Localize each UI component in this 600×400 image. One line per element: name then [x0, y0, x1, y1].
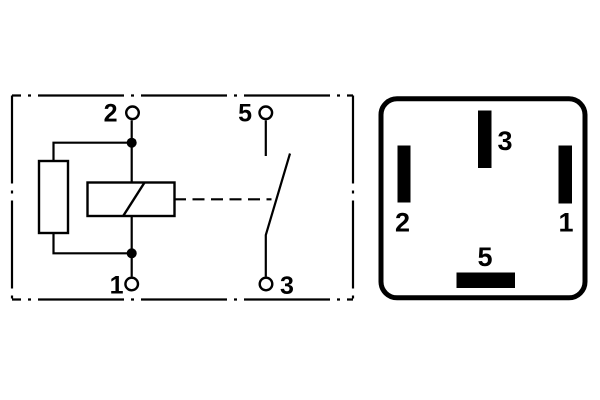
terminal-1-label: 1 — [110, 272, 124, 300]
pin-3-label: 3 — [498, 126, 513, 156]
junction-dot-bottom — [126, 248, 137, 259]
pin-2-label: 2 — [395, 208, 410, 238]
terminal-2-label: 2 — [104, 100, 118, 128]
pin-5-blade — [456, 272, 515, 288]
connector-body — [378, 96, 588, 301]
wire-resistor-bottom — [52, 233, 132, 255]
pin-1-blade — [558, 145, 572, 204]
pin-5-label: 5 — [477, 242, 492, 272]
pin-1-label: 1 — [558, 208, 573, 238]
relay-coil-box — [86, 181, 176, 218]
terminal-2-circle — [124, 105, 140, 121]
relay-coil-diagonal — [122, 182, 146, 217]
terminal-5-label: 5 — [238, 100, 252, 128]
pin-3-blade — [478, 110, 492, 168]
resistor — [37, 159, 70, 235]
relay-connector-pinout: 3 2 1 5 — [378, 96, 588, 301]
terminal-3-label: 3 — [280, 272, 294, 300]
wire-resistor-top — [52, 141, 132, 161]
terminal-5-circle — [258, 105, 274, 121]
terminal-1-circle — [124, 276, 140, 292]
junction-dot-top — [126, 137, 137, 148]
switch-blade — [264, 153, 292, 277]
terminal-3-circle — [258, 276, 274, 292]
relay-schematic: 2 5 1 3 — [10, 94, 355, 301]
pin-2-blade — [397, 145, 411, 203]
